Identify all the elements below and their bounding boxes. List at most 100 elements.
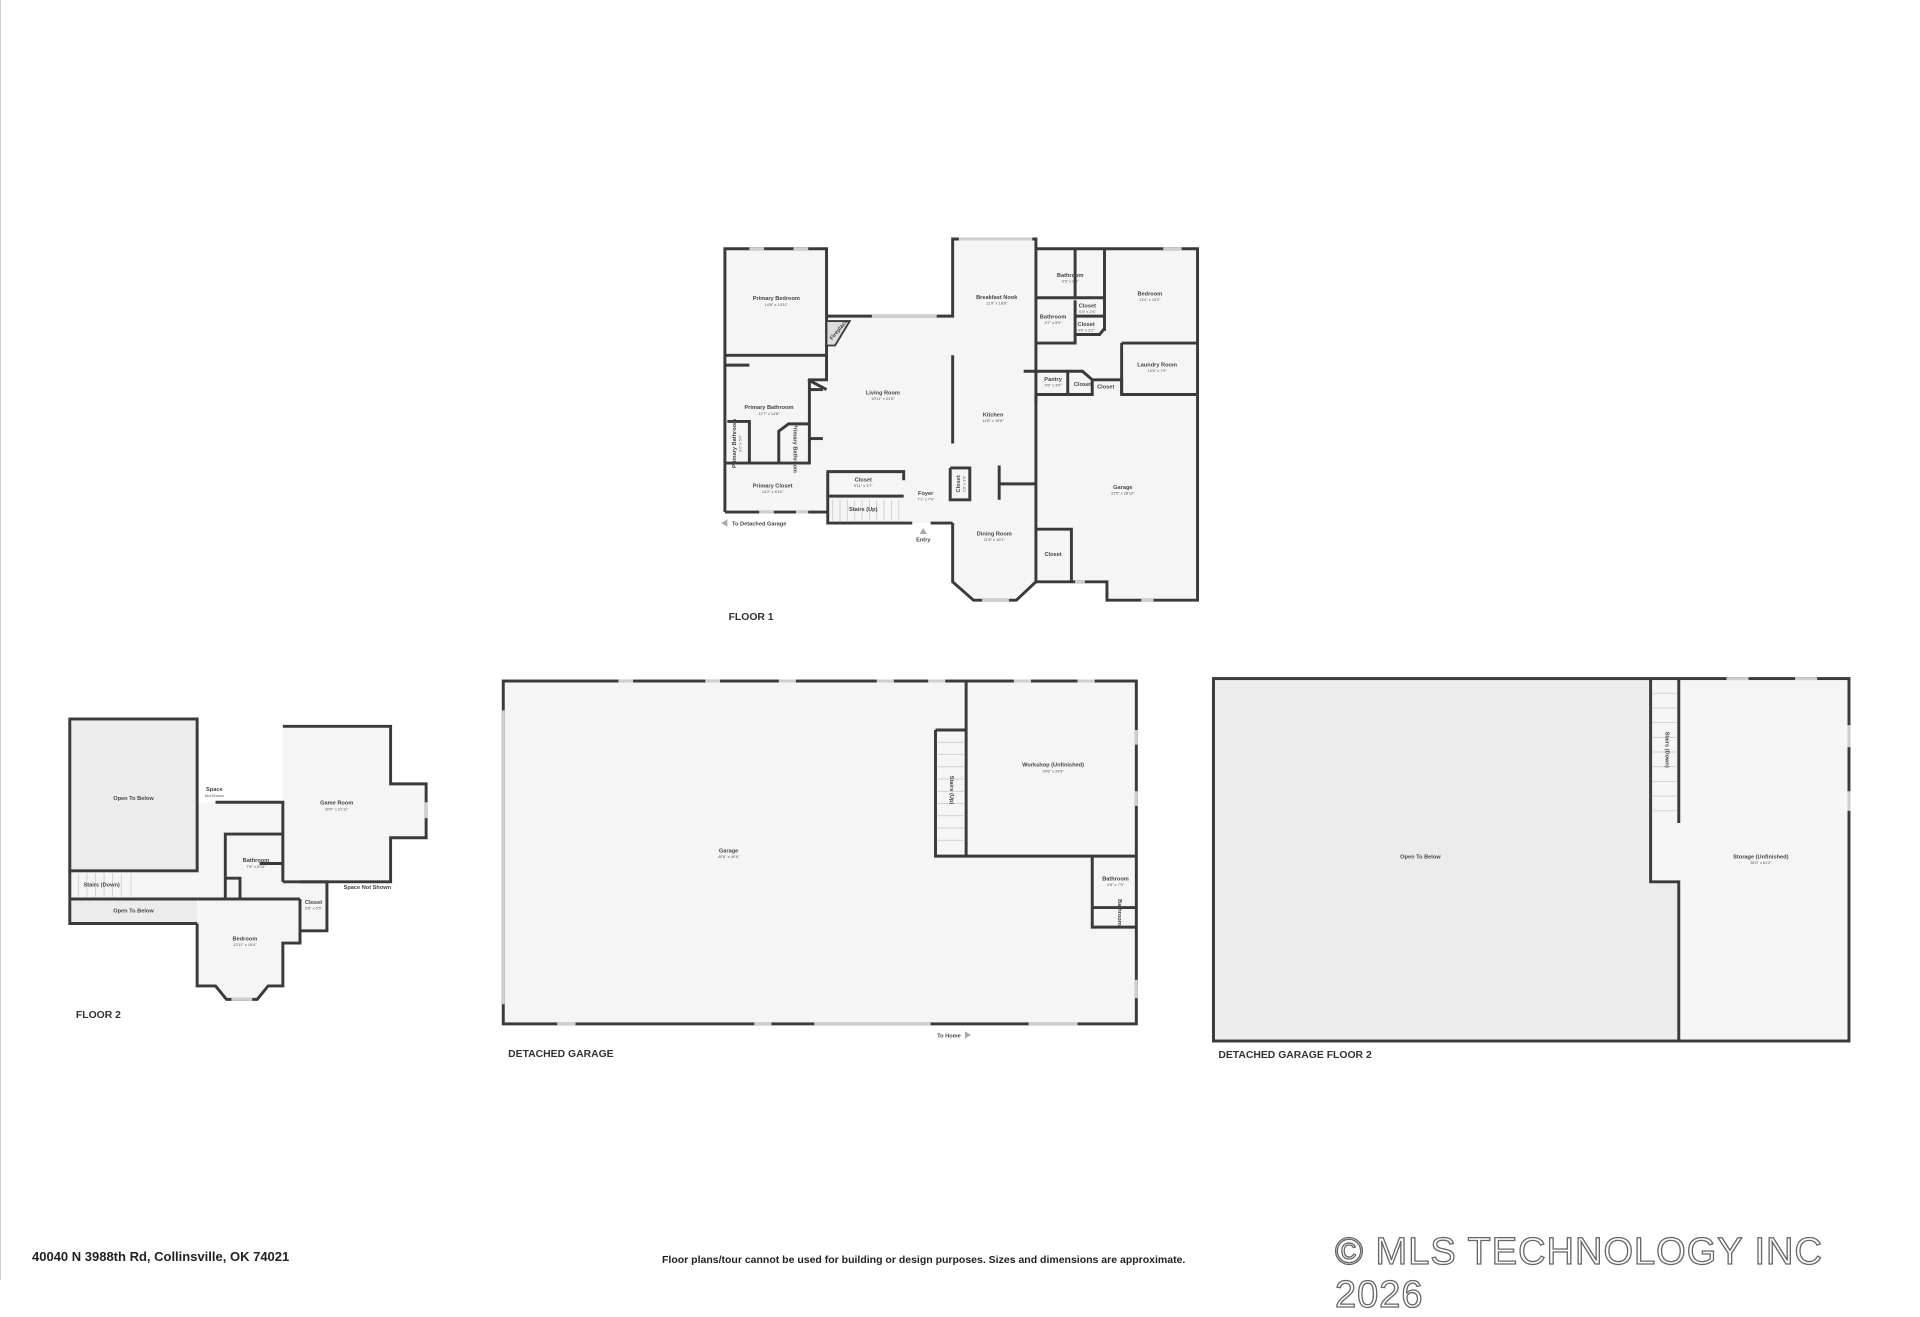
room-name: Primary Bathroom <box>791 424 797 473</box>
room-dimensions: 4'7" x 5'9" <box>1045 320 1063 325</box>
room-label: Storage (Unfinished)28'0" x 51'2" <box>1733 855 1788 866</box>
room-dimensions: 28'0" x 51'2" <box>1750 860 1772 865</box>
room-dimensions: Not Shown <box>205 793 224 798</box>
room-label: Bathroom <box>1116 899 1122 926</box>
room-name: Bathroom <box>1040 315 1067 321</box>
page-border <box>0 0 1 1280</box>
room-dimensions: 20'0" x 21'11" <box>325 806 349 811</box>
room-label: Closet <box>1074 382 1091 388</box>
room-dimensions: 4'5" x 3'0" <box>1045 383 1063 388</box>
room-dimensions: 13'11" x 16'4" <box>233 942 257 947</box>
room-dimensions: 3'2" x 5'4" <box>738 434 743 452</box>
copyright-watermark: © MLS TECHNOLOGY INC 2026 <box>1334 1230 1823 1316</box>
room-name: Closet <box>1074 382 1091 388</box>
room-dimensions: 11'8" x 15'8" <box>982 418 1004 423</box>
property-address: 40040 N 3988th Rd, Collinsville, OK 7402… <box>32 1249 290 1264</box>
room-dimensions: 24'8" x 24'8" <box>1042 768 1064 773</box>
detached-garage-plan <box>501 679 1138 1039</box>
room-label: Open To Below <box>113 796 154 802</box>
room-name: Primary Bathroom <box>732 419 738 468</box>
floor-title: DETACHED GARAGE FLOOR 2 <box>1218 1050 1372 1061</box>
room-name: Space Not Shown <box>344 885 392 891</box>
room-name: Closet <box>1097 384 1114 390</box>
room-dimensions: 13'4" x 14'2" <box>1139 297 1161 302</box>
room-label: Stairs (Up) <box>849 507 878 513</box>
room-name: Stairs (Down) <box>1663 731 1669 767</box>
room-name: Game Room <box>320 801 353 807</box>
room-dimensions: 9'11" x 3'7" <box>854 483 874 488</box>
room-label: To Home <box>937 1033 961 1039</box>
room-name: Bathroom <box>1116 899 1122 926</box>
room-label: Entry <box>916 537 931 543</box>
room-name: Primary Bathroom <box>744 405 793 411</box>
room-label: Workshop (Unfinished)24'8" x 24'8" <box>1022 763 1084 774</box>
room-label: Open To Below <box>113 908 154 914</box>
room-dimensions: 11'8" x 16'1" <box>984 537 1006 542</box>
disclaimer-text: Floor plans/tour cannot be used for buil… <box>662 1254 1186 1266</box>
room-label: Stairs (Down) <box>1663 731 1669 767</box>
room-dimensions: 7'1" x 7'4" <box>917 497 935 502</box>
floor-title: FLOOR 2 <box>76 1010 121 1021</box>
room-label: Stairs (Up) <box>948 776 954 805</box>
room-name: Dining Room <box>977 531 1012 537</box>
room-name: To Detached Garage <box>732 522 786 528</box>
room-name: Closet <box>1079 304 1096 310</box>
detached-garage-floor-2-plan <box>1212 677 1851 1043</box>
arrow-right-icon <box>964 1031 972 1039</box>
room-dimensions: 22'5" x 28'10" <box>1111 490 1135 495</box>
room-dimensions: 14'2" x 6'10" <box>762 489 784 494</box>
room-dimensions: 4'4" x 2'4" <box>1079 309 1097 314</box>
room-name: Stairs (Up) <box>948 776 954 805</box>
room-dimensions: 14'8" x 14'11" <box>765 302 789 307</box>
room-dimensions: 7'8" x 8'10" <box>246 864 266 869</box>
room-name: Breakfast Nook <box>976 295 1018 301</box>
room-name: Stairs (Down) <box>83 883 119 889</box>
room-name: Foyer <box>918 491 934 497</box>
room-label: Closet <box>1044 552 1061 558</box>
room-name: Bedroom <box>1137 291 1162 297</box>
room-name: Garage <box>719 848 738 854</box>
room-dimensions: 11'9" x 18'6" <box>986 301 1008 306</box>
room-name: Closet <box>1044 552 1061 558</box>
room-name: Open To Below <box>113 796 154 802</box>
room-name: Workshop (Unfinished) <box>1022 763 1084 769</box>
room-name: Open To Below <box>113 908 154 914</box>
room-name: Garage <box>1113 485 1132 491</box>
room-dimensions: 4'4" x 2'2" <box>1078 328 1096 333</box>
room-name: Primary Closet <box>753 484 793 490</box>
room-name: Bathroom <box>1057 273 1084 279</box>
room-name: Laundry Room <box>1137 362 1177 368</box>
room-name: Open To Below <box>1400 855 1441 861</box>
room-dimensions: 2'3" x 3'9" <box>962 475 967 493</box>
room-name: Closet <box>855 477 872 483</box>
room-name: Closet <box>956 475 962 492</box>
room-name: Living Room <box>866 390 900 396</box>
room-dimensions: 19'11" x 21'5" <box>871 396 895 401</box>
room-name: Bathroom <box>243 858 270 864</box>
room-label: To Detached Garage <box>732 522 786 528</box>
room-label: Open To Below <box>1400 855 1441 861</box>
room-name: Primary Bedroom <box>753 296 800 302</box>
